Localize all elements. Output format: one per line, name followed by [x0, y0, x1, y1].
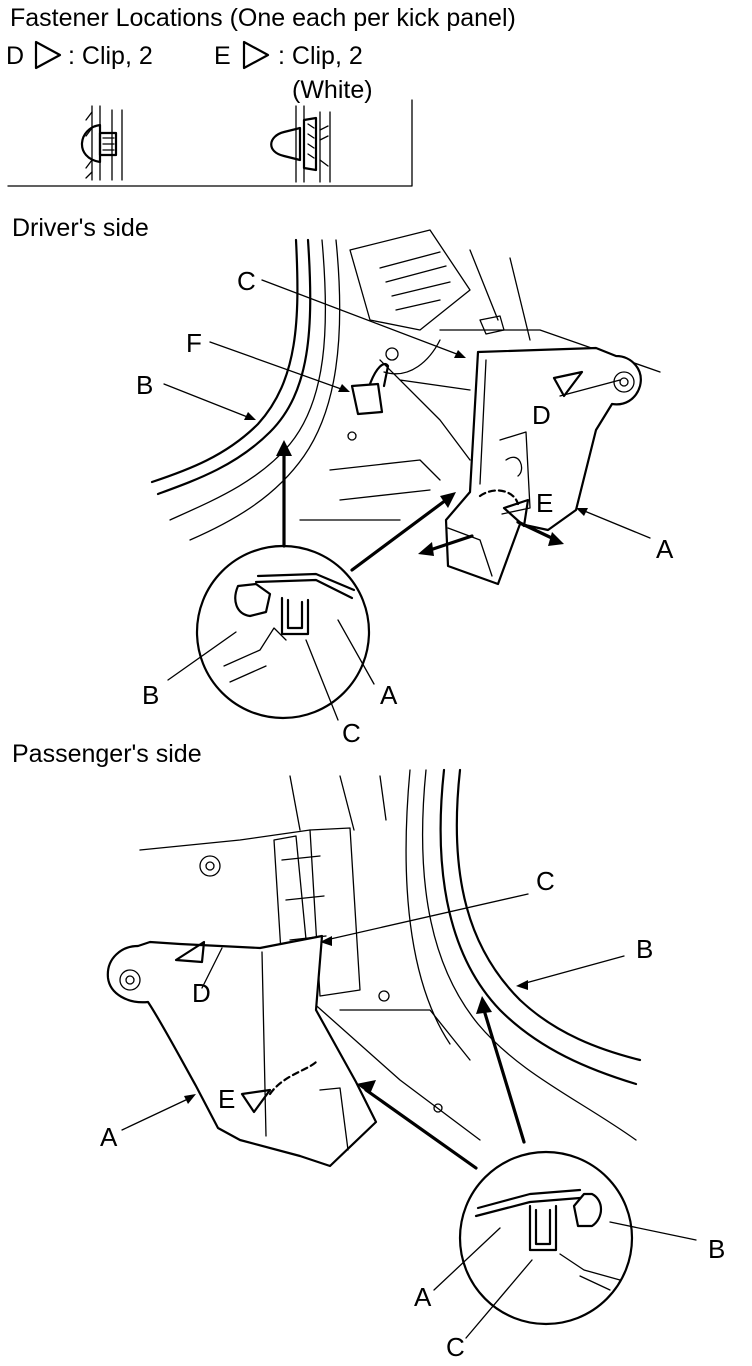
passenger-detail-label-a: A [414, 1282, 432, 1312]
passenger-side-title: Passenger's side [12, 740, 202, 768]
driver-label-d: D [532, 400, 551, 430]
clip-e-triangle-icon [242, 40, 270, 70]
driver-label-e: E [536, 488, 554, 518]
clip-d-drawing [80, 105, 123, 181]
driver-detail-label-b: B [142, 680, 160, 710]
clip-d-triangle-icon [34, 40, 62, 70]
driver-label-b: B [136, 370, 154, 400]
driver-side-title: Driver's side [12, 214, 149, 242]
passenger-label-e: E [218, 1084, 236, 1114]
clip-d-letter: D [6, 42, 25, 70]
clip-e-note: (White) [292, 76, 373, 104]
passenger-label-b: B [636, 934, 654, 964]
driver-label-c: C [237, 266, 256, 296]
clip-e-label: : Clip, 2 [278, 42, 363, 70]
passenger-detail-label-c: C [446, 1332, 465, 1362]
legend-border [7, 99, 413, 187]
passenger-label-d: D [192, 978, 211, 1008]
passenger-label-a: A [100, 1122, 118, 1152]
driver-detail-label-c: C [342, 718, 361, 748]
passenger-side-drawing [106, 768, 697, 1339]
passenger-label-c: C [536, 866, 555, 896]
clip-e-drawing [270, 105, 331, 183]
driver-detail-label-a: A [380, 680, 398, 710]
clip-d-label: : Clip, 2 [68, 42, 153, 70]
passenger-detail-label-b: B [708, 1234, 726, 1264]
clip-e-letter: E [214, 42, 231, 70]
fastener-locations-title: Fastener Locations (One each per kick pa… [10, 4, 516, 32]
driver-label-f: F [186, 328, 202, 358]
driver-label-a: A [656, 534, 674, 564]
driver-side-drawing [150, 229, 661, 721]
